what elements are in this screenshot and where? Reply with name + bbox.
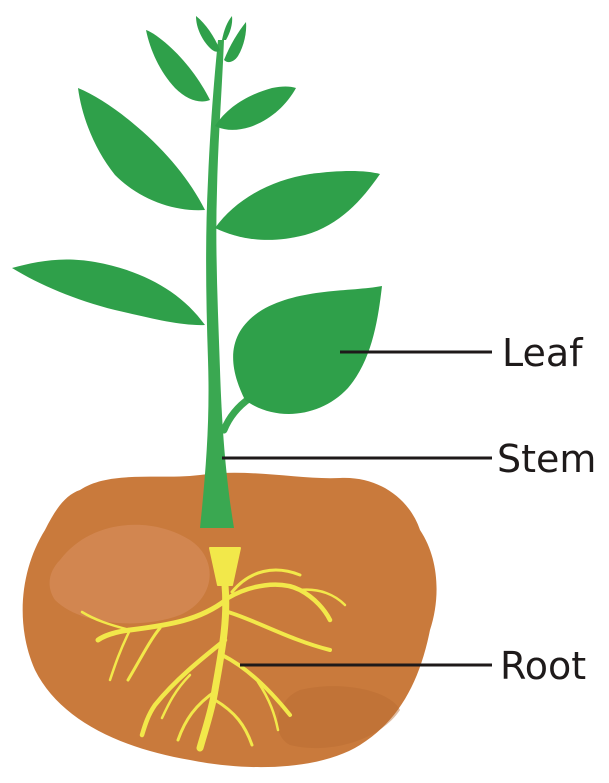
- stem-label: Stem: [497, 437, 596, 481]
- leaf-right-middle: [215, 171, 380, 240]
- leaf-left-top: [146, 30, 210, 102]
- leaf-tip-top: [222, 16, 232, 40]
- leaf-left-upper: [78, 88, 205, 210]
- soil-highlight-2: [278, 686, 400, 748]
- root-label: Root: [500, 644, 586, 688]
- leaf-petiole-lower: [224, 398, 250, 430]
- leaf-left-lower: [12, 260, 205, 326]
- leaves: [12, 16, 382, 414]
- leaf-large-right: [233, 286, 382, 414]
- leaf-label: Leaf: [502, 331, 584, 375]
- leaf-right-upper: [215, 87, 296, 130]
- leaf-tip-left: [196, 16, 220, 52]
